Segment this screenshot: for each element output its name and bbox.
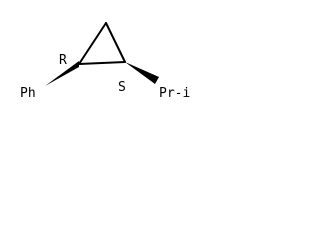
substituent-label-pr-i: Pr-i — [159, 86, 190, 101]
wedge-bond-phenyl — [45, 61, 79, 86]
ring-bond-top-left — [78, 22, 107, 65]
stereo-label-s: S — [118, 80, 126, 95]
structure-diagram: R S Ph Pr-i — [20, 22, 190, 101]
substituent-label-ph: Ph — [20, 86, 36, 101]
wedge-bond-isopropyl — [125, 62, 159, 84]
ring-bond-bottom — [78, 61, 126, 65]
ring-bond-top-right — [105, 22, 126, 63]
stereo-label-r: R — [59, 53, 67, 68]
